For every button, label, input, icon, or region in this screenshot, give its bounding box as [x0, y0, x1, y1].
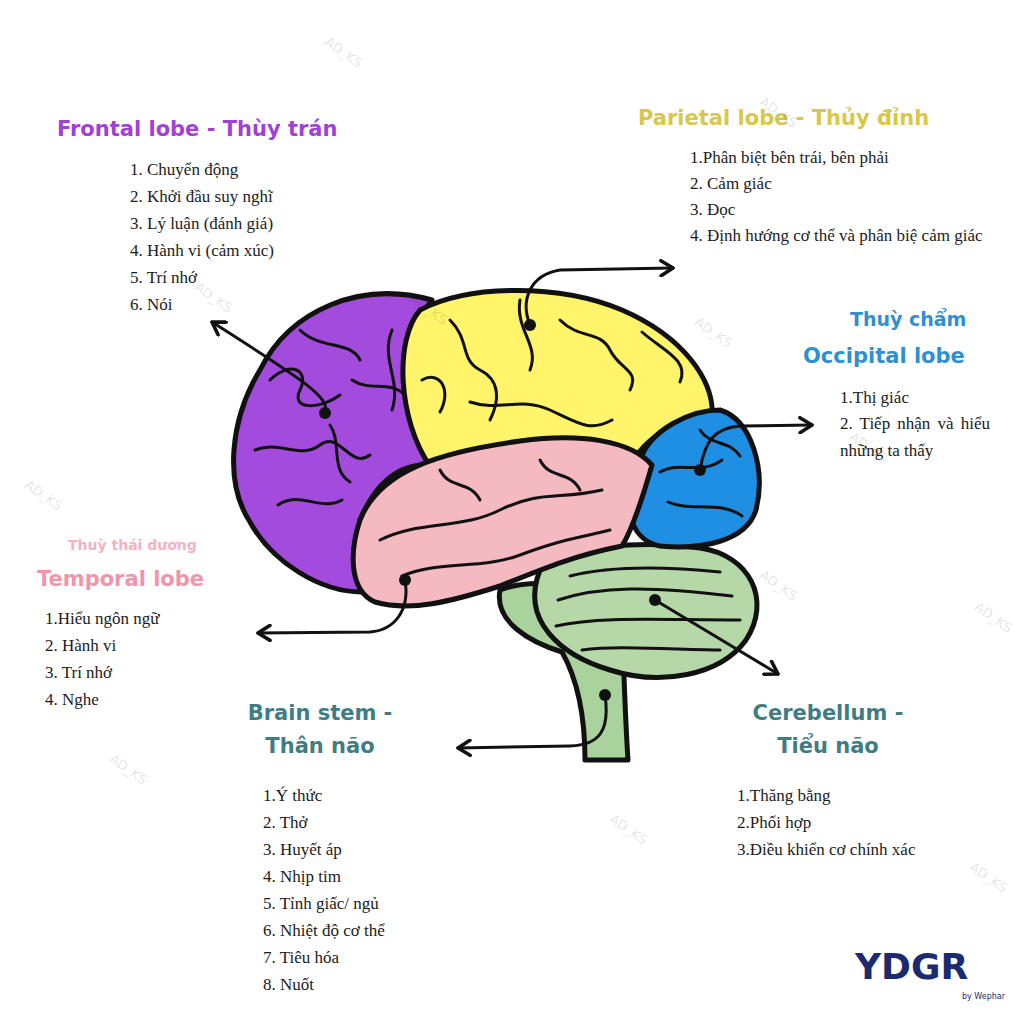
function-item: 5. Trí nhớ — [130, 265, 197, 291]
lobe-name: Thuỳ thái dương — [68, 537, 197, 554]
lobe-name: Cerebellum - Tiểu não — [730, 697, 926, 762]
function-item: 3.Điều khiển cơ chính xác — [737, 837, 915, 863]
function-item: 2.Phối hợp — [737, 810, 811, 836]
logo-text: YDGR — [855, 947, 968, 987]
leader-dot — [599, 689, 611, 701]
gyrus-line — [402, 530, 610, 576]
function-item: 3. Lý luận (đánh giá) — [130, 211, 273, 237]
gyrus-line — [352, 380, 405, 395]
function-item: 4. Hành vi (cảm xúc) — [130, 238, 274, 264]
gyrus-line — [255, 442, 370, 459]
function-item: 1.Ý thức — [263, 783, 322, 809]
leader-dot — [399, 574, 411, 586]
leader-arrow — [700, 425, 812, 470]
lobe-name: Temporal lobe — [37, 567, 204, 592]
gyrus-line — [660, 460, 722, 472]
function-item: 1.Thị giác — [840, 385, 909, 411]
leader-arrow — [458, 695, 606, 748]
leader-arrow — [655, 600, 778, 674]
watermark: AD_KS — [322, 35, 365, 71]
gyrus-line — [668, 502, 742, 516]
watermark: AD_KS — [967, 860, 1010, 896]
watermark: AD_KS — [22, 478, 65, 514]
gyrus-line — [560, 320, 633, 390]
function-item: 3. Trí nhớ — [45, 660, 112, 686]
gyrus-line — [278, 500, 342, 505]
gyrus-line — [422, 377, 445, 412]
watermark: AD_KS — [607, 812, 650, 848]
function-item: 4. Định hướng cơ thể và phân biệ cảm giá… — [690, 223, 990, 249]
gyrus-line — [642, 332, 682, 382]
gyrus-line — [300, 330, 360, 360]
lobe-name: Brain stem - Thân não — [225, 697, 415, 762]
gyrus-line — [558, 589, 732, 600]
logo-subtext: by Wephar — [962, 993, 1005, 1002]
function-item: 1.Hiểu ngôn ngữ — [45, 606, 160, 632]
gyrus-line — [582, 648, 720, 650]
function-item: 4. Nghe — [45, 687, 99, 713]
leader-dot — [649, 594, 661, 606]
gyrus-line — [388, 330, 394, 410]
leader-dot — [319, 407, 331, 419]
function-item: 6. Nói — [130, 292, 173, 318]
watermark: AD_KS — [757, 568, 800, 604]
function-item: 8. Nuốt — [263, 972, 314, 998]
temporal-lobe-shape — [353, 438, 652, 606]
leader-arrow — [212, 322, 326, 413]
function-item: 5. Tỉnh giấc/ ngủ — [263, 891, 379, 917]
watermark: AD_KS — [972, 600, 1015, 636]
watermark: AD_KS — [192, 280, 235, 316]
function-item: 3. Huyết áp — [263, 837, 342, 863]
watermark: AD_KS — [107, 752, 150, 788]
function-item: 1.Thăng bằng — [737, 783, 830, 809]
function-item: 2. Cảm giác — [690, 171, 772, 197]
gyrus-line — [270, 369, 340, 406]
leader-dot — [694, 464, 706, 476]
gyrus-line — [330, 425, 350, 482]
lobe-name: Frontal lobe - Thùy trán — [57, 117, 337, 142]
gyrus-line — [380, 490, 602, 540]
function-item: 3. Đọc — [690, 197, 735, 223]
function-item: 2. Khởi đầu suy nghĩ — [130, 184, 273, 210]
leader-arrow — [258, 580, 406, 633]
lobe-name: Occipital lobe — [803, 344, 965, 369]
cerebellum-shape — [535, 544, 757, 677]
leader-dot — [524, 319, 536, 331]
function-item: 2. Thở — [263, 810, 308, 836]
gyri-lines — [255, 300, 742, 650]
function-item: 4. Nhịp tim — [263, 864, 341, 890]
gyrus-line — [556, 619, 740, 626]
function-item: 1.Phân biệt bên trái, bên phải — [690, 145, 889, 171]
leader-arrow — [526, 268, 673, 325]
function-item: 7. Tiêu hóa — [263, 945, 339, 971]
function-item: 6. Nhiệt độ cơ thể — [263, 918, 385, 944]
gyrus-line — [570, 568, 720, 576]
function-item: 2. Hành vi — [45, 633, 116, 659]
gyrus-line — [440, 470, 480, 500]
watermark: AD_KS — [692, 315, 735, 351]
function-item: 1. Chuyển động — [130, 157, 238, 183]
gyrus-line — [540, 460, 580, 490]
gyrus-line — [470, 402, 612, 426]
lobe-name: Thuỳ chẩm — [850, 308, 966, 331]
